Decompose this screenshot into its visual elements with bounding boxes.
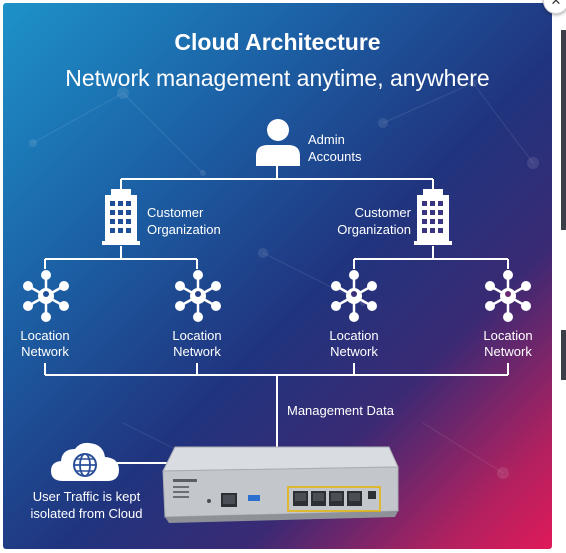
cloud-architecture-diagram: Cloud Architecture Network management an…: [3, 3, 552, 549]
admin-label-line2: Accounts: [308, 149, 362, 164]
location-2-label-line1: Location: [172, 328, 222, 343]
close-icon[interactable]: ✕: [543, 0, 566, 14]
building-icon: [414, 189, 452, 245]
building-icon: [102, 189, 140, 245]
user-traffic-label-line2: isolated from Cloud: [30, 506, 143, 521]
org-left-label-line2: Organization: [147, 222, 221, 237]
org-left-label-line1: Customer: [147, 205, 204, 220]
admin-label-line1: Admin: [308, 132, 345, 147]
globe-cloud-icon: [51, 442, 119, 481]
diagram-title: Cloud Architecture: [174, 29, 381, 55]
location-3-label-line1: Location: [329, 328, 379, 343]
location-1-label-line2: Network: [21, 344, 69, 359]
location-2-label-line2: Network: [173, 344, 221, 359]
location-4-label-line2: Network: [484, 344, 532, 359]
location-3-label-line2: Network: [330, 344, 378, 359]
network-appliance: [162, 446, 399, 523]
location-1-label-line1: Location: [20, 328, 70, 343]
network-hub-icon: [175, 270, 221, 322]
background-scrollbar: [561, 30, 566, 230]
user-traffic-label-line1: User Traffic is kept: [32, 489, 141, 504]
network-hub-icon: [485, 270, 531, 322]
background-scrollbar-2: [561, 330, 566, 380]
person-icon: [256, 119, 300, 166]
background-network-pattern: [29, 79, 539, 479]
network-hub-icon: [331, 270, 377, 322]
location-4-label-line1: Location: [483, 328, 533, 343]
management-data-label: Management Data: [287, 403, 394, 418]
network-hub-icon: [23, 270, 69, 322]
org-right-label-line2: Organization: [337, 222, 411, 237]
connector-lines: [44, 166, 509, 464]
org-right-label-line1: Customer: [354, 205, 411, 220]
background-strip: [555, 0, 566, 553]
diagram-subtitle: Network management anytime, anywhere: [65, 65, 490, 91]
